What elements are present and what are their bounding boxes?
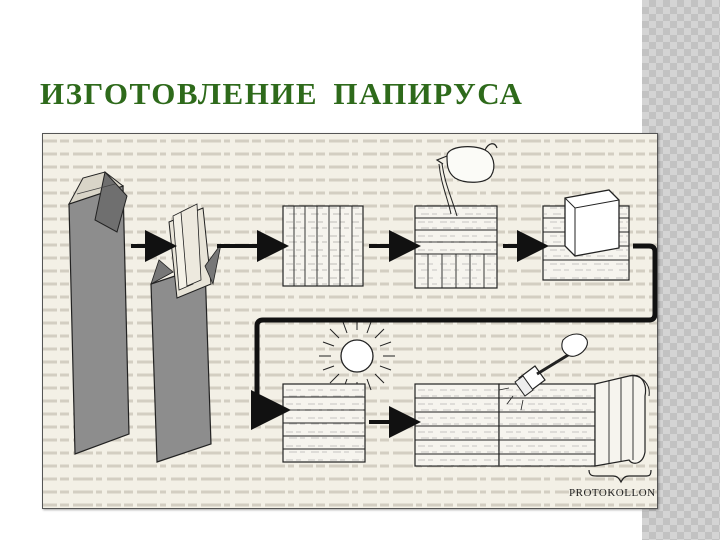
hammer-icon [498, 333, 588, 411]
papyrus-stalk [67, 170, 130, 455]
process-arrows [131, 230, 657, 438]
water-jug-icon [435, 143, 498, 217]
sun-icon [319, 318, 395, 394]
papyrus-process-diagram: PROTOKOLLON [42, 133, 658, 509]
protokollon-brace [588, 469, 652, 484]
peeled-stalk-strips [150, 203, 222, 463]
drying-sheet [282, 383, 366, 463]
arrow-5-return [251, 243, 657, 430]
crossed-strips-wetting [414, 205, 498, 289]
press-weight-block [564, 189, 620, 257]
protokollon-label: PROTOKOLLON [569, 487, 656, 499]
joined-sheets-roll [414, 374, 650, 467]
slide-title: ИЗГОТОВЛЕНИЕ ПАПИРУСА [40, 76, 524, 111]
vertical-strips-sheet [282, 205, 364, 287]
